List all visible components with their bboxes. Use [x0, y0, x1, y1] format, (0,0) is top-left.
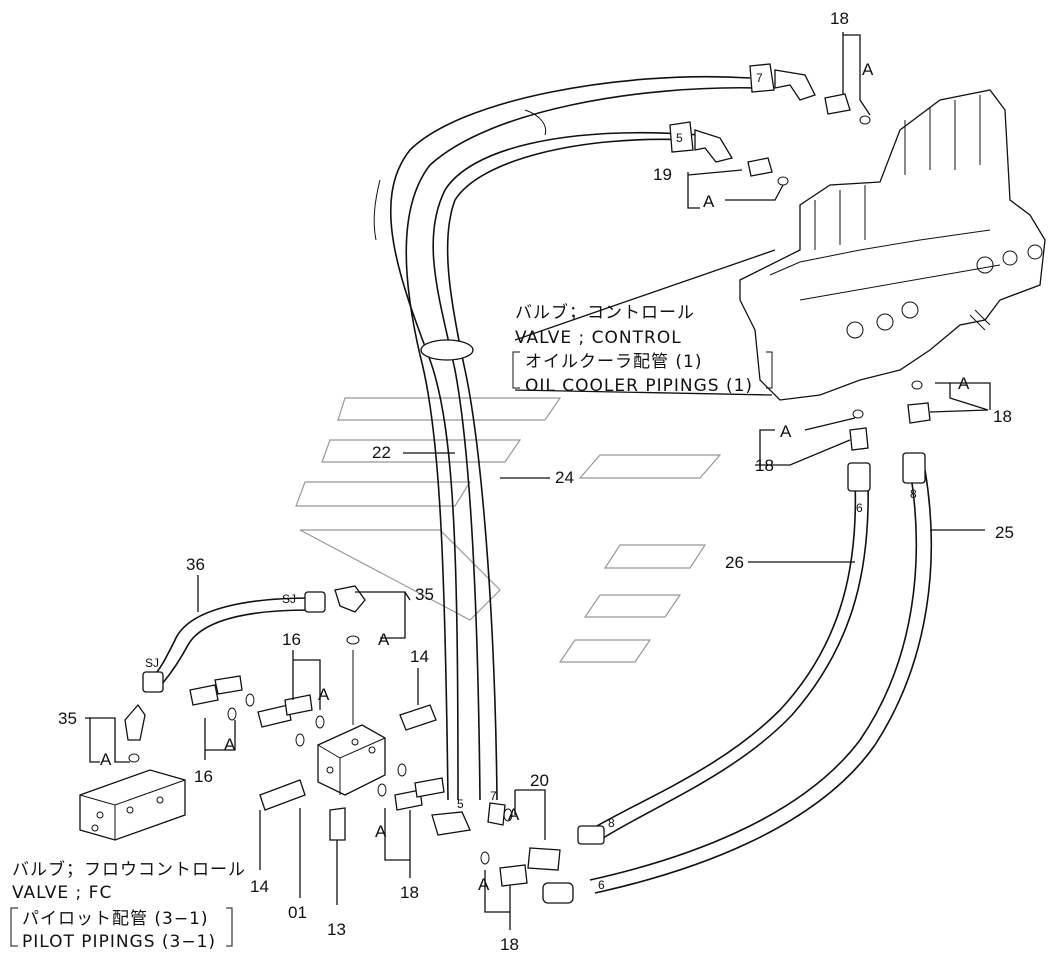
callouts: 18 A 19 A 22 24 18 A A 18 25 26 36 35 A … [58, 9, 1014, 954]
flow-control-valve-block [189, 635, 561, 887]
callout-a-35: A [378, 630, 390, 649]
callout-16-upper: 16 [282, 630, 301, 649]
callout-a-18-lower: A [375, 822, 387, 841]
watermark-logo [295, 397, 722, 663]
callout-a-16-lower: A [224, 735, 236, 754]
callout-a-16: A [318, 685, 330, 704]
callout-18-top: 18 [830, 9, 849, 28]
fc-valve-note: バルブ；フロウコントロール VALVE ; FC パイロット配管 (3−1) P… [10, 859, 246, 952]
hose-tag-sj-left: SJ [145, 656, 159, 670]
fc-valve-en: VALVE ; FC [12, 883, 112, 903]
hose-tag-7-bottom: 7 [490, 789, 497, 803]
callout-a-20: A [508, 805, 520, 824]
callout-36: 36 [186, 555, 205, 574]
callout-a-mid: A [780, 422, 792, 441]
callout-a-fc: A [100, 750, 112, 769]
hose-tag-5-top: 5 [676, 131, 683, 145]
callout-18-right: 18 [993, 407, 1012, 426]
control-valve-sub-en: OIL COOLER PIPINGS (1) [525, 376, 753, 396]
callout-26: 26 [725, 553, 744, 572]
control-valve-sub-jp: オイルクーラ配管 (1) [525, 352, 702, 372]
callout-35-lower: 35 [58, 709, 77, 728]
fc-valve [79, 703, 186, 841]
control-valve-en: VALVE ; CONTROL [515, 328, 682, 348]
top-fittings [669, 63, 931, 451]
callout-16-lower: 16 [194, 767, 213, 786]
callout-a-top: A [862, 60, 874, 79]
fc-valve-sub-jp: パイロット配管 (3−1) [22, 909, 209, 929]
callout-01: 01 [288, 903, 307, 922]
hose-36 [142, 585, 366, 693]
callout-a-right: A [958, 374, 970, 393]
callout-a-19: A [703, 192, 715, 211]
callout-22: 22 [372, 443, 391, 462]
callout-14-upper: 14 [410, 647, 429, 666]
hose-tag-6-top: 6 [856, 501, 863, 515]
hose-tag-8-top: 8 [910, 487, 917, 501]
hose-tag-sj-right: SJ [282, 592, 296, 606]
hoses-22-24 [373, 75, 761, 801]
hose-tags: 7 5 5 7 6 8 8 6 SJ SJ [145, 71, 917, 892]
callout-14-lower: 14 [250, 877, 269, 896]
callout-18-bottom: 18 [500, 935, 519, 954]
hoses-25-26 [542, 452, 933, 904]
hose-tag-7-top: 7 [756, 71, 763, 85]
callout-18-mid: 18 [755, 456, 774, 475]
callout-18-lower: 18 [400, 883, 419, 902]
callout-24: 24 [555, 468, 574, 487]
fc-valve-jp: バルブ；フロウコントロール [12, 859, 246, 880]
hose-tag-6-bottom: 6 [598, 878, 605, 892]
hose-tag-8-bottom: 8 [608, 816, 615, 830]
control-valve-jp: バルブ；コントロール [515, 302, 695, 323]
callout-20: 20 [530, 771, 549, 790]
callout-19: 19 [653, 165, 672, 184]
callout-13: 13 [327, 920, 346, 939]
callout-a-18-bottom: A [478, 875, 490, 894]
fc-valve-sub-en: PILOT PIPINGS (3−1) [22, 932, 216, 952]
hose-tag-5-bottom: 5 [457, 797, 464, 811]
control-valve [739, 89, 1046, 401]
callout-25: 25 [995, 523, 1014, 542]
callout-35-upper: 35 [415, 585, 434, 604]
control-valve-note: バルブ；コントロール VALVE ; CONTROL オイルクーラ配管 (1) … [512, 302, 773, 396]
leader-lines [85, 32, 991, 930]
